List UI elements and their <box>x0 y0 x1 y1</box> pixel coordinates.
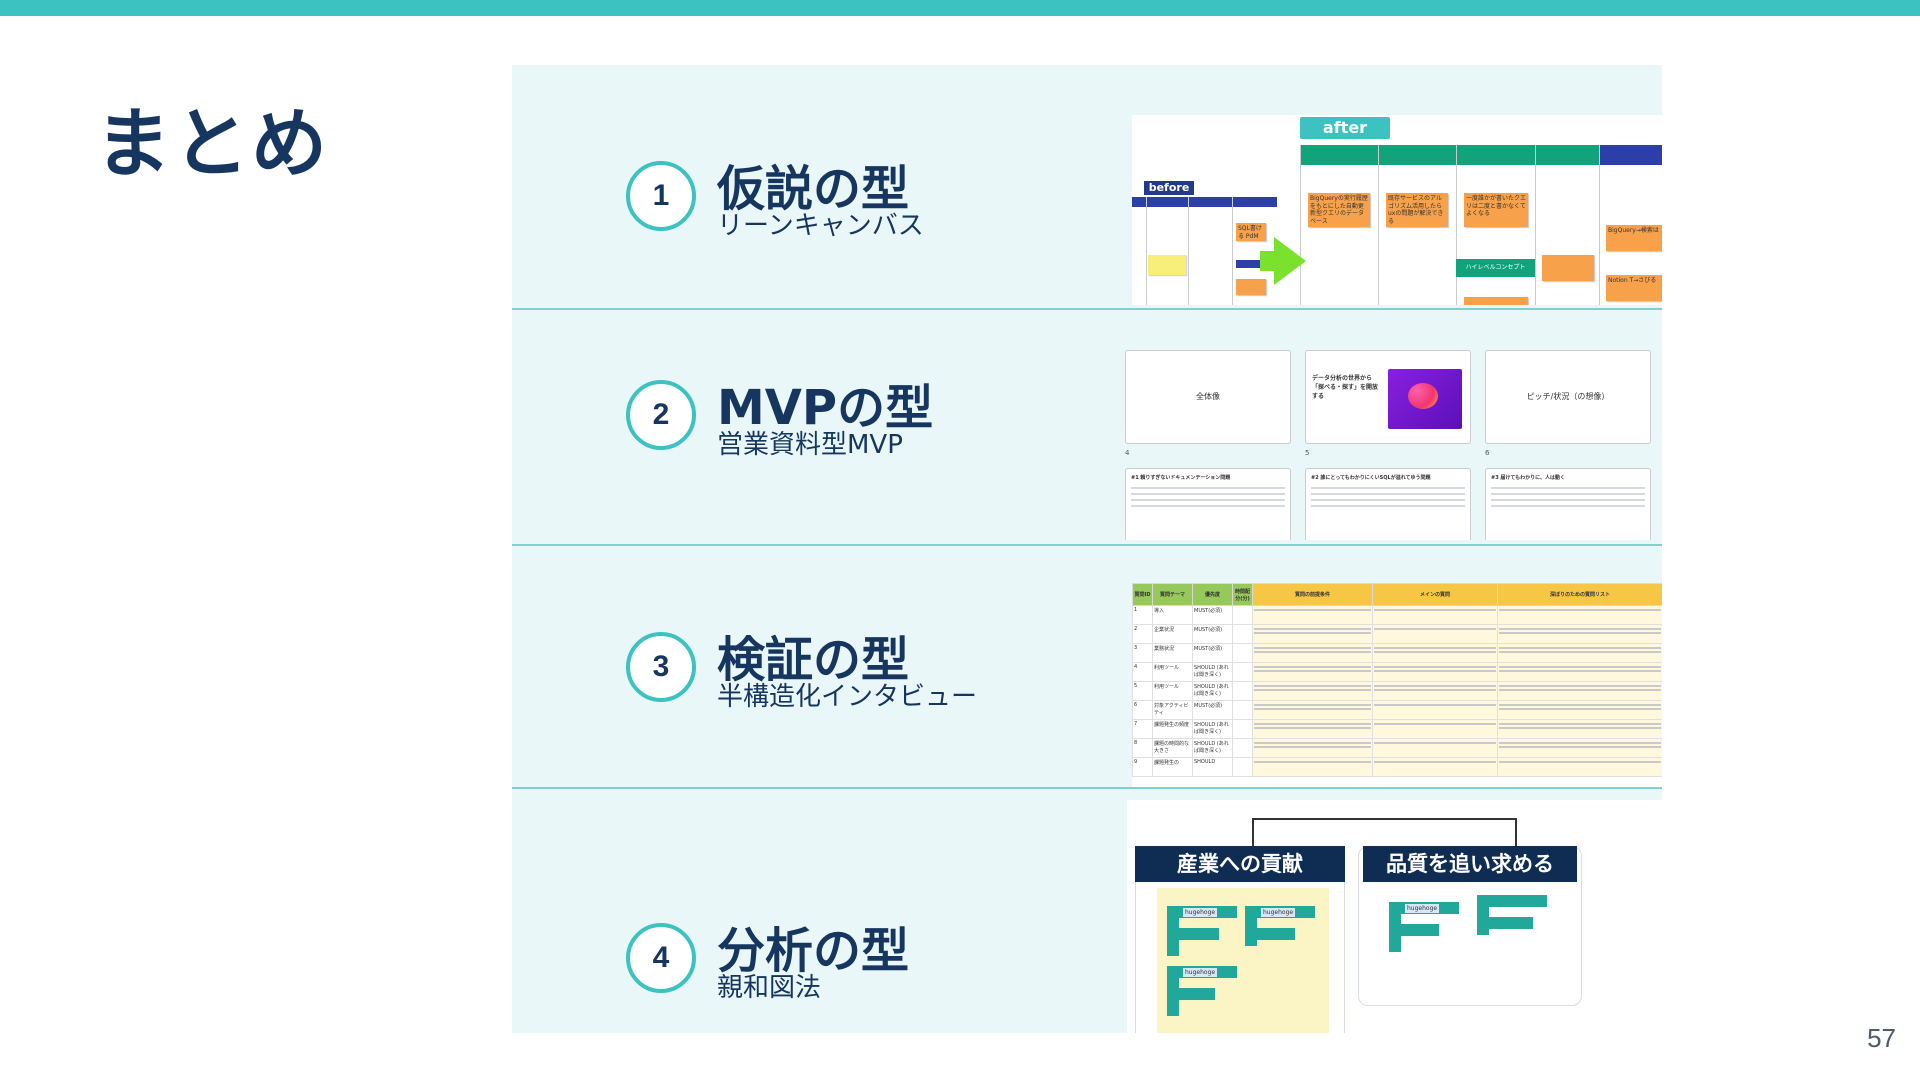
after-header-blue <box>1599 145 1662 165</box>
sticky-note: Notion T→さびる <box>1606 275 1662 301</box>
row-title: 分析の型 <box>717 923 910 979</box>
row-analysis: 4 分析の型 親和図法 <box>512 789 1662 1033</box>
sticky-group: hugehoge <box>1245 906 1315 946</box>
arrow-icon-stem <box>1260 251 1276 271</box>
row-divider <box>512 308 1662 310</box>
slide-thumbnail: データ分析の世界から「探べる・探す」を開放する <box>1305 350 1471 444</box>
slide-thumbnail: ピッチ/状況（の想像） <box>1485 350 1651 444</box>
row-title: MVPの型 <box>717 380 934 436</box>
after-label: after <box>1300 117 1390 139</box>
before-label: before <box>1144 181 1194 195</box>
page-number: 57 <box>1867 1023 1896 1053</box>
interview-table: 質問ID 質問テーマ 優先度 時間配分(分) 質問の前提条件 メインの質問 深ぼ… <box>1132 583 1662 777</box>
before-header <box>1132 197 1277 207</box>
row-subtitle: 親和図法 <box>717 973 822 1003</box>
sticky-group: hugehoge <box>1167 906 1237 956</box>
concept-bar: ハイレベルコンセプト <box>1456 259 1535 277</box>
sticky-group: hugehoge <box>1389 902 1459 952</box>
sticky-note <box>1148 255 1186 275</box>
slide-thumbnail: 全体像 <box>1125 350 1291 444</box>
doc-thumbnail: #3 届けてもわかりに、人は動く <box>1485 468 1651 540</box>
sales-deck-thumbnail: 全体像 4 データ分析の世界から「探べる・探す」を開放する 5 ピッチ/状況（の… <box>1125 350 1662 540</box>
doc-thumbnail: #1 頼りすぎないドキュメンテーション問題 <box>1125 468 1291 540</box>
row-validation: 3 検証の型 半構造化インタビュー <box>512 546 1662 789</box>
top-accent-bar <box>0 0 1920 16</box>
row-number-badge: 4 <box>626 923 696 993</box>
tree-connector <box>1252 818 1517 820</box>
sticky-note: 既存サービスのアルゴリズム活用したらuxの問題が解決できる <box>1386 193 1448 227</box>
row-title: 仮説の型 <box>717 161 910 217</box>
row-divider <box>512 544 1662 546</box>
doc-thumbnail: #2 誰にとってもわかりにくいSQLが溢れてゆう問題 <box>1305 468 1471 540</box>
sticky-note: BigQueryの実行履歴をもとにした自動更新型クエリのデータベース <box>1308 193 1370 227</box>
interview-sheet-thumbnail: 質問ID 質問テーマ 優先度 時間配分(分) 質問の前提条件 メインの質問 深ぼ… <box>1132 583 1662 787</box>
row-subtitle: リーンキャンバス <box>717 211 924 241</box>
sticky-note: BigQuery→検索は <box>1606 225 1662 251</box>
row-number-badge: 2 <box>626 380 696 450</box>
sticky-group <box>1477 895 1547 935</box>
affinity-diagram-thumbnail: 産業への貢献 品質を追い求める hugehoge hugehoge hugeho… <box>1127 800 1662 1033</box>
row-subtitle: 半構造化インタビュー <box>717 682 978 712</box>
sticky-note <box>1542 255 1594 281</box>
row-divider <box>512 787 1662 789</box>
after-header <box>1300 145 1662 165</box>
lean-canvas-thumbnail: after before SQL書ける PdM BigQueryの実行履歴をもと… <box>1132 115 1662 305</box>
row-hypothesis: 1 仮説の型 リーンキャンバス after before SQL書ける PdM … <box>512 65 1662 310</box>
summary-panel: 1 仮説の型 リーンキャンバス after before SQL書ける PdM … <box>512 65 1662 1033</box>
page-title: まとめ <box>95 99 329 188</box>
row-number-badge: 1 <box>626 161 696 231</box>
sticky-note: 一度誰かが書いたクエリは二度と書かなくてよくなる <box>1464 193 1528 227</box>
hero-graphic <box>1388 369 1462 429</box>
sticky-note <box>1464 297 1528 305</box>
row-subtitle: 営業資料型MVP <box>717 430 903 460</box>
row-mvp: 2 MVPの型 営業資料型MVP <box>512 310 1662 546</box>
arrow-right-icon <box>1274 237 1306 285</box>
row-number-badge: 3 <box>626 632 696 702</box>
sticky-group: hugehoge <box>1167 966 1237 1016</box>
sticky-note <box>1236 279 1266 295</box>
sticky-note: SQL書ける PdM <box>1236 223 1266 241</box>
row-title: 検証の型 <box>717 632 910 688</box>
group-heading: 産業への貢献 <box>1135 846 1345 882</box>
group-heading: 品質を追い求める <box>1363 846 1577 882</box>
